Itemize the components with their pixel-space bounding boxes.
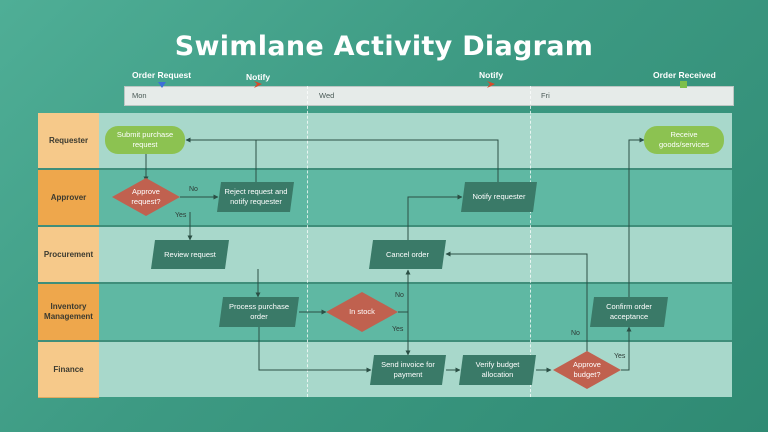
lane-label-procurement: Procurement — [38, 227, 99, 283]
milestone-notify-1: Notify — [246, 72, 271, 82]
node-approve-shape — [112, 178, 180, 216]
node-review-shape — [151, 240, 229, 269]
node-budget-shape — [553, 351, 621, 389]
node-reject: Reject request and notify requester — [224, 187, 288, 206]
diagram-title: Swimlane Activity Diagram — [174, 31, 594, 62]
lane-label-requester: Requester — [38, 113, 99, 169]
edge-label-approve-yes: Yes — [175, 212, 187, 219]
node-invoice: Send invoice for payment — [381, 360, 435, 379]
timeline-fri: Fri — [541, 91, 550, 100]
node-verify-shape — [459, 355, 536, 385]
lane-divider — [38, 168, 732, 170]
node-review: Review request — [164, 249, 216, 259]
connector-instock-yes — [398, 311, 411, 356]
day-divider-fri — [530, 86, 531, 397]
node-confirm: Confirm order acceptance — [606, 302, 652, 321]
connector-budget-no — [445, 251, 588, 352]
node-receive: Receive goods/services — [658, 130, 710, 149]
lane-divider — [38, 225, 732, 227]
connector-reject-submit — [185, 137, 257, 182]
node-instock-shape — [326, 292, 398, 332]
notify-marker-2 — [487, 81, 495, 88]
milestone-notify-2: Notify — [479, 70, 504, 80]
lane-divider — [38, 340, 732, 342]
order-received-marker — [680, 81, 687, 88]
edge-label-approve-no: No — [189, 186, 198, 193]
node-submit: Submit purchase request — [116, 130, 174, 149]
edge-label-budget-yes: Yes — [614, 353, 626, 360]
day-divider-wed — [307, 86, 308, 397]
node-cancel-shape — [369, 240, 446, 269]
timeline-wed: Wed — [319, 91, 335, 100]
node-receive-shape — [644, 126, 724, 154]
notify-marker-1 — [254, 81, 262, 88]
connector-notify-submit — [186, 139, 499, 182]
connector-process-invoice — [258, 327, 372, 373]
lane-label-approver: Approver — [38, 170, 99, 226]
node-confirm-shape — [590, 297, 668, 327]
node-instock: In stock — [349, 307, 375, 317]
edge-label-budget-no: No — [571, 330, 580, 337]
node-process: Process purchase order — [228, 302, 290, 321]
edge-label-instock-no: No — [395, 292, 404, 299]
connectors — [143, 137, 645, 373]
lane-divider — [38, 282, 732, 284]
connector-confirm-receive — [628, 137, 645, 297]
connector-cancel-notify — [407, 194, 463, 240]
node-submit-shape — [105, 126, 185, 154]
timeline-bar: Mon Wed Fri — [124, 86, 734, 106]
node-reject-shape — [217, 182, 294, 212]
milestone-order-request: Order Request — [132, 70, 192, 80]
node-cancel: Cancel order — [386, 249, 429, 259]
timeline-mon: Mon — [132, 91, 147, 100]
order-request-marker — [158, 82, 166, 88]
node-process-shape — [219, 297, 299, 327]
node-approve: Approve request? — [131, 187, 161, 206]
milestone-order-received: Order Received — [653, 70, 716, 80]
node-invoice-shape — [370, 355, 446, 385]
connector-budget-yes — [621, 326, 632, 371]
lane-label-inventory: Inventory Management — [38, 284, 99, 341]
node-notify-shape — [461, 182, 537, 212]
node-verify: Verify budget allocation — [475, 360, 520, 379]
node-budget: Approve budget? — [573, 360, 601, 379]
lane-label-finance: Finance — [38, 342, 99, 398]
edge-label-instock-yes: Yes — [392, 326, 404, 333]
node-notify: Notify requester — [472, 192, 526, 202]
